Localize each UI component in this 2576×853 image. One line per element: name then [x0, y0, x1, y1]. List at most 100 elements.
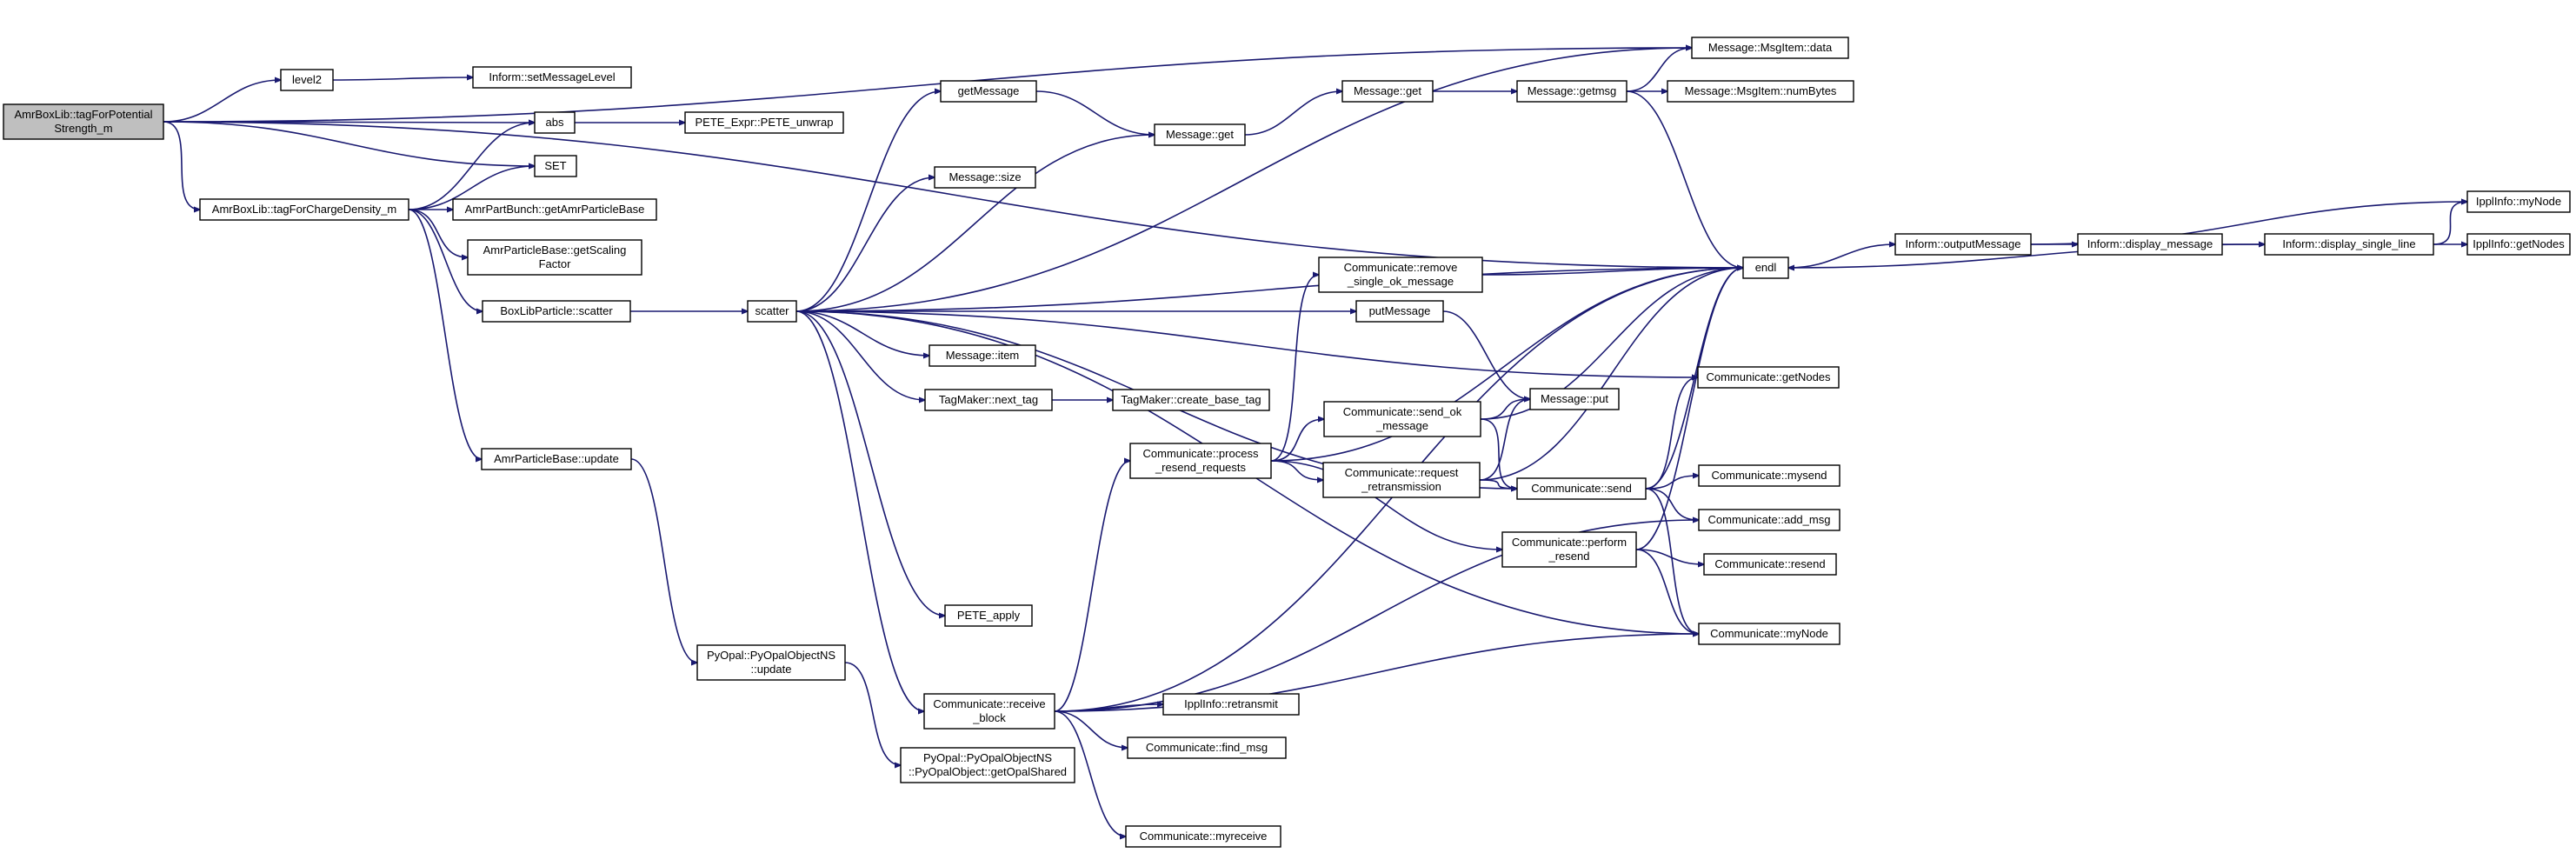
node-endl[interactable]: endl	[1742, 257, 1789, 279]
node-box[interactable]	[3, 103, 164, 140]
node-box[interactable]	[684, 111, 844, 134]
node-box[interactable]	[452, 198, 657, 221]
node-retransmit[interactable]: IpplInfo::retransmit	[1162, 693, 1300, 716]
node-next-tag[interactable]: TagMaker::next_tag	[924, 389, 1053, 411]
node-create-base-tag[interactable]: TagMaker::create_base_tag	[1112, 389, 1270, 411]
node-send[interactable]: Communicate::send	[1516, 477, 1647, 500]
node-box[interactable]	[2264, 233, 2434, 256]
node-box[interactable]	[1162, 693, 1300, 716]
node-msg-size[interactable]: Message::size	[934, 166, 1036, 189]
node-display-single[interactable]: Inform::display_single_line	[2264, 233, 2434, 256]
node-get-message[interactable]: getMessage	[940, 80, 1037, 103]
node-msg-item-data[interactable]: Message::MsgItem::data	[1691, 37, 1849, 59]
node-box[interactable]	[2466, 190, 2571, 213]
node-mysend[interactable]: Communicate::mysend	[1698, 464, 1840, 487]
node-box[interactable]	[1129, 443, 1272, 479]
node-label: PETE_Expr::PETE_unwrap	[696, 116, 834, 129]
node-recv-block[interactable]: Communicate::receive_block	[923, 693, 1055, 730]
node-box[interactable]	[900, 747, 1075, 783]
node-box[interactable]	[1742, 257, 1789, 279]
node-output-message[interactable]: Inform::outputMessage	[1894, 233, 2032, 256]
node-box[interactable]	[1667, 80, 1854, 103]
node-request-retrans[interactable]: Communicate::request_retransmission	[1322, 462, 1481, 498]
node-box[interactable]	[534, 111, 576, 134]
node-box[interactable]	[2466, 233, 2571, 256]
node-box[interactable]	[482, 300, 631, 323]
node-msg-put[interactable]: Message::put	[1529, 388, 1620, 410]
node-set-message-level[interactable]: Inform::setMessageLevel	[472, 66, 632, 89]
node-scatter[interactable]: scatter	[747, 300, 797, 323]
node-put-message[interactable]: putMessage	[1355, 300, 1444, 323]
node-box[interactable]	[944, 604, 1033, 627]
node-box[interactable]	[747, 300, 797, 323]
node-box[interactable]	[934, 166, 1036, 189]
node-box[interactable]	[1323, 401, 1481, 437]
node-box[interactable]	[1125, 825, 1281, 848]
node-getmsg[interactable]: Message::getmsg	[1516, 80, 1627, 103]
node-box[interactable]	[1341, 80, 1434, 103]
node-box[interactable]	[1318, 257, 1483, 293]
node-send-ok[interactable]: Communicate::send_ok_message	[1323, 401, 1481, 437]
node-msg-get2[interactable]: Message::get	[1341, 80, 1434, 103]
node-py-shared[interactable]: PyOpal::PyOpalObjectNS::PyOpalObject::ge…	[900, 747, 1075, 783]
node-box[interactable]	[534, 155, 577, 177]
node-blp-scatter[interactable]: BoxLibParticle::scatter	[482, 300, 631, 323]
node-tag-charge[interactable]: AmrBoxLib::tagForChargeDensity_m	[199, 198, 409, 221]
node-msg-item[interactable]: Message::item	[929, 344, 1036, 367]
node-level2[interactable]: level2	[280, 69, 334, 91]
node-box[interactable]	[280, 69, 334, 91]
node-label: Communicate::request	[1345, 466, 1459, 479]
node-abs[interactable]: abs	[534, 111, 576, 134]
node-label: SET	[544, 159, 566, 172]
node-add-msg[interactable]: Communicate::add_msg	[1698, 509, 1840, 531]
node-box[interactable]	[1698, 623, 1840, 645]
node-box[interactable]	[696, 644, 846, 681]
node-process-resend[interactable]: Communicate::process_resend_requests	[1129, 443, 1272, 479]
node-box[interactable]	[1127, 736, 1287, 759]
node-pete-unwrap[interactable]: PETE_Expr::PETE_unwrap	[684, 111, 844, 134]
node-myreceive[interactable]: Communicate::myreceive	[1125, 825, 1281, 848]
node-box[interactable]	[467, 239, 642, 276]
node-box[interactable]	[1894, 233, 2032, 256]
node-box[interactable]	[472, 66, 632, 89]
node-box[interactable]	[1516, 477, 1647, 500]
node-py-update[interactable]: PyOpal::PyOpalObjectNS::update	[696, 644, 846, 681]
node-box[interactable]	[2077, 233, 2223, 256]
node-num-bytes[interactable]: Message::MsgItem::numBytes	[1667, 80, 1854, 103]
node-box[interactable]	[1697, 366, 1840, 389]
node-box[interactable]	[1698, 464, 1840, 487]
node-box[interactable]	[1691, 37, 1849, 59]
node-box[interactable]	[481, 448, 632, 470]
node-ippl-get-nodes[interactable]: IpplInfo::getNodes	[2466, 233, 2571, 256]
node-remove-single[interactable]: Communicate::remove_single_ok_message	[1318, 257, 1483, 293]
node-apb-update[interactable]: AmrParticleBase::update	[481, 448, 632, 470]
node-label: _message	[1375, 419, 1428, 432]
node-my-node[interactable]: Communicate::myNode	[1698, 623, 1840, 645]
node-find-msg[interactable]: Communicate::find_msg	[1127, 736, 1287, 759]
node-box[interactable]	[1698, 509, 1840, 531]
node-perform-resend[interactable]: Communicate::perform_resend	[1501, 531, 1637, 568]
node-box[interactable]	[1322, 462, 1481, 498]
node-box[interactable]	[1703, 553, 1837, 576]
node-resend[interactable]: Communicate::resend	[1703, 553, 1837, 576]
node-pete-apply[interactable]: PETE_apply	[944, 604, 1033, 627]
node-box[interactable]	[923, 693, 1055, 730]
node-box[interactable]	[1154, 123, 1246, 146]
node-box[interactable]	[924, 389, 1053, 411]
node-get-amr-pb[interactable]: AmrPartBunch::getAmrParticleBase	[452, 198, 657, 221]
node-box[interactable]	[940, 80, 1037, 103]
node-display-message[interactable]: Inform::display_message	[2077, 233, 2223, 256]
node-set[interactable]: SET	[534, 155, 577, 177]
node-box[interactable]	[1112, 389, 1270, 411]
node-box[interactable]	[1516, 80, 1627, 103]
node-get-nodes[interactable]: Communicate::getNodes	[1697, 366, 1840, 389]
node-msg-get1[interactable]: Message::get	[1154, 123, 1246, 146]
node-box[interactable]	[199, 198, 409, 221]
node-box[interactable]	[1355, 300, 1444, 323]
node-box[interactable]	[1501, 531, 1637, 568]
node-box[interactable]	[1529, 388, 1620, 410]
node-box[interactable]	[929, 344, 1036, 367]
node-ippl-my-node[interactable]: IpplInfo::myNode	[2466, 190, 2571, 213]
